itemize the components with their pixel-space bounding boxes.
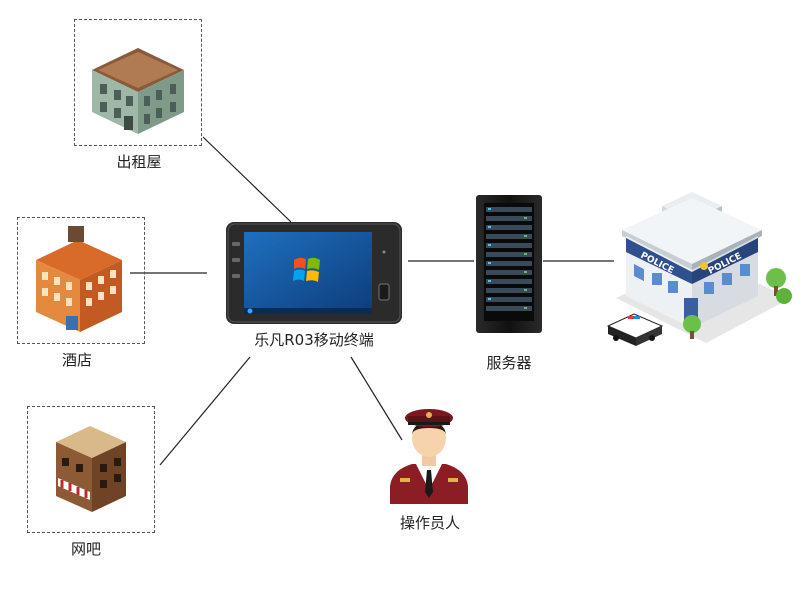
hotel-label: 酒店 bbox=[61, 351, 92, 369]
terminal-tablet-icon bbox=[226, 222, 402, 324]
rental-house-frame bbox=[74, 19, 202, 146]
police-station-icon: POLICE POLICE bbox=[606, 192, 792, 346]
operator-label: 操作员人 bbox=[399, 514, 460, 532]
server-rack-icon bbox=[476, 195, 542, 333]
link-cafe-terminal bbox=[159, 356, 251, 466]
hotel-icon bbox=[36, 226, 122, 332]
rental-house-label: 出租屋 bbox=[116, 153, 162, 171]
internet-cafe-label: 网吧 bbox=[70, 540, 101, 558]
operator-icon bbox=[390, 409, 468, 504]
internet-cafe-icon bbox=[56, 426, 126, 512]
hotel-frame bbox=[17, 217, 145, 344]
link-rental-terminal bbox=[202, 136, 292, 223]
terminal-label: 乐凡R03移动终端 bbox=[254, 331, 374, 349]
rental-house-icon bbox=[92, 48, 184, 134]
link-terminal-operator bbox=[350, 356, 403, 441]
internet-cafe-frame bbox=[27, 406, 155, 533]
server-label: 服务器 bbox=[486, 354, 532, 372]
